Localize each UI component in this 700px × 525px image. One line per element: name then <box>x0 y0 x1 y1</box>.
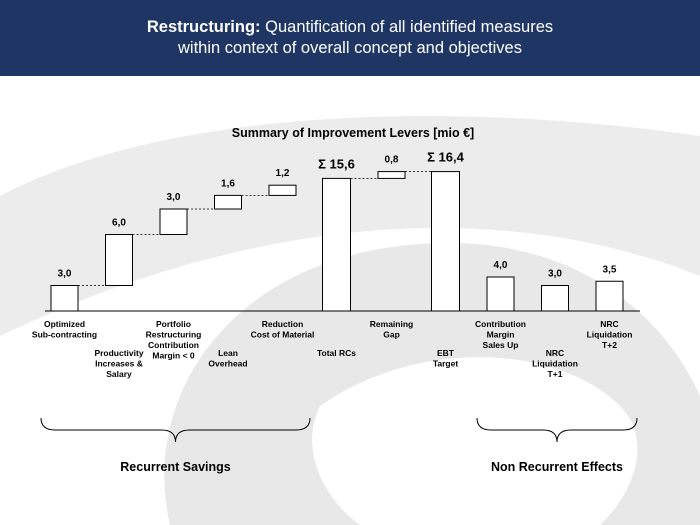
bar <box>214 194 242 210</box>
group-brace <box>40 417 311 443</box>
category-label-line: NRC <box>546 348 564 358</box>
group-label: Non Recurrent Effects <box>491 460 623 474</box>
data-label: Σ 16,4 <box>427 150 464 165</box>
category-label-line: Liquidation <box>532 359 578 369</box>
bar <box>431 171 460 312</box>
category-label-line: EBT <box>437 348 455 358</box>
data-label: 3,0 <box>58 269 72 280</box>
bar <box>50 285 79 312</box>
category-label-line: Overhead <box>208 359 247 369</box>
category-label-line: Target <box>433 359 459 369</box>
data-label: 1,2 <box>276 168 290 179</box>
group-label: Recurrent Savings <box>120 460 231 474</box>
category-label-line: T+1 <box>548 369 563 379</box>
data-label: 4,0 <box>494 260 508 271</box>
category-label-line: Salary <box>106 369 132 379</box>
header-line-2: within context of overall concept and ob… <box>178 39 522 57</box>
bar <box>377 171 406 179</box>
bar <box>105 234 133 286</box>
bar <box>322 177 351 312</box>
header-title-bold: Restructuring: <box>146 18 261 36</box>
category-label: Total RCs <box>317 348 356 358</box>
data-label: 3,0 <box>548 269 562 280</box>
category-label-line: Remaining <box>370 319 413 329</box>
bar <box>595 280 624 312</box>
category-label-line: Contribution <box>475 319 526 329</box>
bar <box>486 276 515 312</box>
category-label-line: T+2 <box>602 340 617 350</box>
bar <box>268 184 297 196</box>
category-label-line: Liquidation <box>587 330 633 340</box>
category-label-line: Contribution <box>148 340 199 350</box>
chart-title: Summary of Improvement Levers [mio €] <box>232 126 474 140</box>
category-label-line: Cost of Material <box>251 330 315 340</box>
category-label-line: Gap <box>383 330 400 340</box>
category-label-line: Sales Up <box>483 340 519 350</box>
category-label-line: NRC <box>600 319 618 329</box>
data-label: 3,5 <box>603 264 617 275</box>
category-label-line: Sub-contracting <box>32 330 97 340</box>
category-label-line: Margin <box>487 330 515 340</box>
header-banner: Restructuring: Quantification of all ide… <box>0 0 700 76</box>
data-label: Σ 15,6 <box>318 156 355 171</box>
category-label-line: Optimized <box>44 319 85 329</box>
category-label-line: Total RCs <box>317 348 356 358</box>
category-label-line: Lean <box>218 348 238 358</box>
header-title-rest: Quantification of all identified measure… <box>260 18 554 36</box>
category-label-line: Increases & <box>95 359 143 369</box>
data-label: 6,0 <box>112 218 126 229</box>
data-label: 0,8 <box>385 155 399 166</box>
category-label-line: Reduction <box>262 319 304 329</box>
bar <box>159 208 188 235</box>
data-label: 3,0 <box>167 192 181 203</box>
bar <box>541 285 569 312</box>
category-label-line: Productivity <box>94 348 143 358</box>
header-line-1: Restructuring: Quantification of all ide… <box>147 17 553 38</box>
category-label-line: Restructuring <box>146 330 202 340</box>
category-label-line: Portfolio <box>156 319 191 329</box>
category-label-line: Margin < 0 <box>152 351 195 361</box>
group-brace <box>476 417 638 443</box>
data-label: 1,6 <box>221 178 235 189</box>
